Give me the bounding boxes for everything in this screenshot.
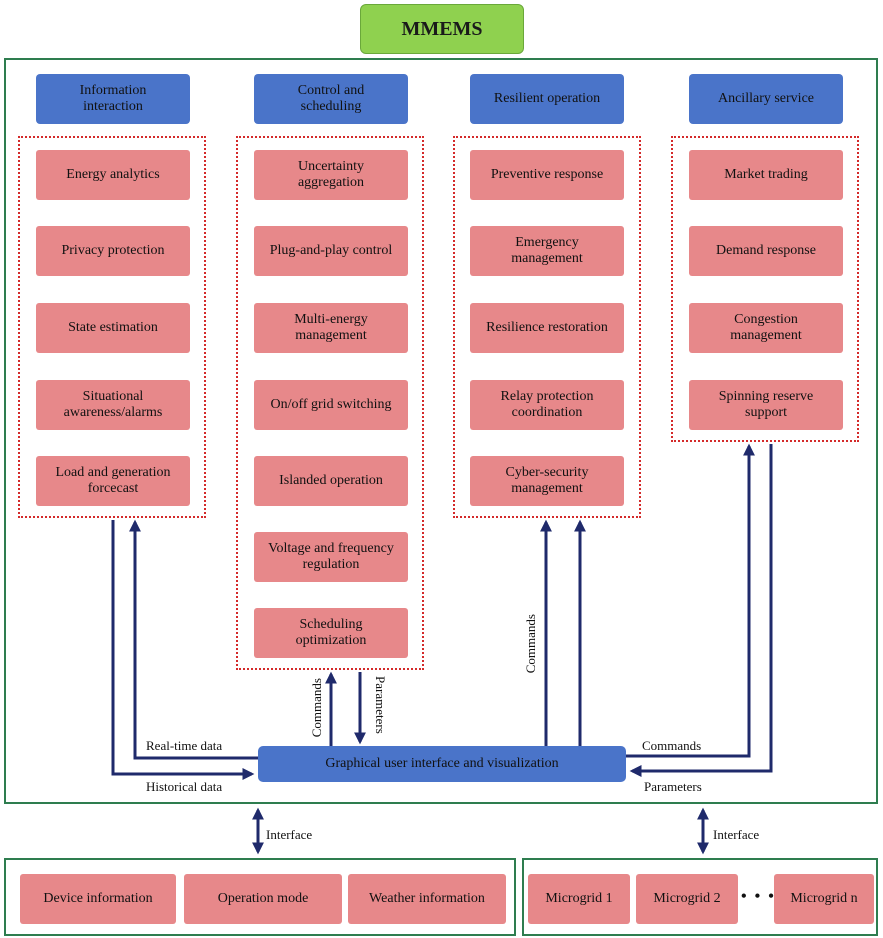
item-relay-protection-coordination: Relay protection coordination bbox=[470, 380, 624, 430]
item-demand-response: Demand response bbox=[689, 226, 843, 276]
item-privacy-protection: Privacy protection bbox=[36, 226, 190, 276]
realtime-data-arrow bbox=[129, 519, 258, 760]
label-parameters-control: Parameters bbox=[373, 676, 388, 734]
group-resilient-operation bbox=[453, 136, 641, 518]
item-uncertainty-aggregation: Uncertainty aggregation bbox=[254, 150, 408, 200]
label-parameters-ancillary: Parameters bbox=[644, 779, 702, 794]
item-voltage-frequency-regulation: Voltage and frequency regulation bbox=[254, 532, 408, 582]
item-emergency-management: Emergency management bbox=[470, 226, 624, 276]
item-islanded-operation: Islanded operation bbox=[254, 456, 408, 506]
item-microgrid-2: Microgrid 2 bbox=[636, 874, 738, 924]
category-resilient-operation: Resilient operation bbox=[470, 74, 624, 124]
item-energy-analytics: Energy analytics bbox=[36, 150, 190, 200]
item-spinning-reserve-support: Spinning reserve support bbox=[689, 380, 843, 430]
label-commands-control: Commands bbox=[309, 678, 324, 738]
item-cyber-security-management: Cyber-security management bbox=[470, 456, 624, 506]
item-weather-information: Weather information bbox=[348, 874, 506, 924]
label-realtime-data: Real-time data bbox=[146, 738, 223, 753]
group-ancillary-service bbox=[671, 136, 859, 442]
label-historical-data: Historical data bbox=[146, 779, 223, 794]
category-information-interaction: Information interaction bbox=[36, 74, 190, 124]
item-device-information: Device information bbox=[20, 874, 176, 924]
bottom-left-frame bbox=[4, 858, 516, 936]
ellipsis-dots: • • • bbox=[741, 888, 776, 905]
category-ancillary-service: Ancillary service bbox=[689, 74, 843, 124]
label-commands-resilient: Commands bbox=[523, 614, 538, 674]
item-multi-energy-management: Multi-energy management bbox=[254, 303, 408, 353]
item-microgrid-1: Microgrid 1 bbox=[528, 874, 630, 924]
item-scheduling-optimization: Scheduling optimization bbox=[254, 608, 408, 658]
ancillary-parameters-arrow bbox=[629, 444, 773, 777]
category-control-scheduling: Control and scheduling bbox=[254, 74, 408, 124]
item-preventive-response: Preventive response bbox=[470, 150, 624, 200]
item-on-off-grid-switching: On/off grid switching bbox=[254, 380, 408, 430]
label-interface-left: Interface bbox=[266, 827, 313, 842]
item-plug-and-play-control: Plug-and-play control bbox=[254, 226, 408, 276]
main-frame bbox=[4, 58, 878, 804]
group-information-interaction bbox=[18, 136, 206, 518]
mmems-title: MMEMS bbox=[360, 4, 524, 54]
bottom-right-frame bbox=[522, 858, 878, 936]
group-control-scheduling bbox=[236, 136, 424, 670]
ancillary-commands-arrow bbox=[626, 443, 755, 758]
item-load-generation-forecast: Load and generation forcecast bbox=[36, 456, 190, 506]
item-congestion-management: Congestion management bbox=[689, 303, 843, 353]
item-microgrid-n: Microgrid n bbox=[774, 874, 874, 924]
item-resilience-restoration: Resilience restoration bbox=[470, 303, 624, 353]
item-market-trading: Market trading bbox=[689, 150, 843, 200]
historical-data-arrow bbox=[111, 520, 255, 780]
item-situational-awareness: Situational awareness/alarms bbox=[36, 380, 190, 430]
item-state-estimation: State estimation bbox=[36, 303, 190, 353]
label-interface-right: Interface bbox=[713, 827, 760, 842]
gui-visualization-box: Graphical user interface and visualizati… bbox=[258, 746, 626, 782]
label-commands-ancillary: Commands bbox=[642, 738, 702, 753]
item-operation-mode: Operation mode bbox=[184, 874, 342, 924]
